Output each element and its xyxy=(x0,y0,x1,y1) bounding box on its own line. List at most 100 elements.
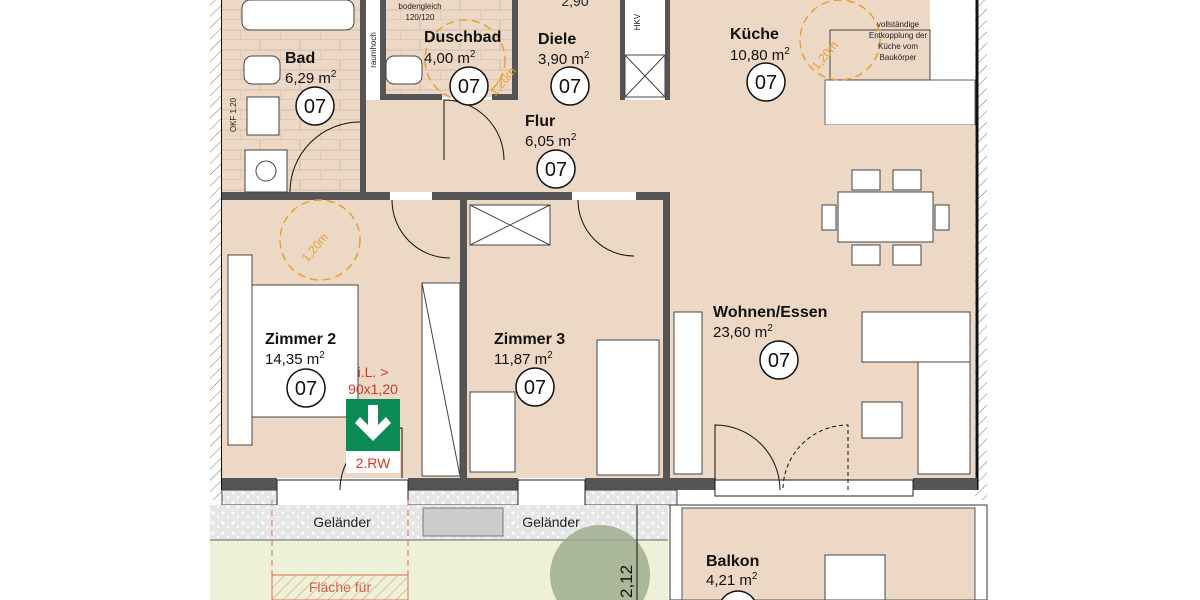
escape-note-1: i.L. > xyxy=(358,364,389,380)
room-area: 10,80 m2 xyxy=(730,46,790,64)
light-well-grate xyxy=(422,507,504,537)
room-code-circle xyxy=(759,340,799,380)
room-name: Wohnen/Essen xyxy=(713,304,827,321)
kitchen-note-line: Entkopplung der xyxy=(869,31,928,40)
room-code-circle xyxy=(515,367,555,407)
toilet-duschbad xyxy=(385,55,423,85)
room-name: Duschbad xyxy=(424,29,501,46)
room-code: 07 xyxy=(559,76,581,98)
room-code-circle xyxy=(746,62,786,102)
escape-sign-label-box xyxy=(346,451,400,473)
room-label-zimmer2: Zimmer 2 14,35 m2 07 xyxy=(265,331,336,408)
door-bad xyxy=(289,121,361,193)
room-area: 3,90 m2 xyxy=(538,50,590,68)
room-label-duschbad: Duschbad 4,00 m2 07 xyxy=(424,29,501,106)
arrow-down-icon xyxy=(355,405,391,441)
sofa-chaise xyxy=(917,361,971,475)
room-code-circle xyxy=(536,149,576,189)
turning-circle-duschbad xyxy=(424,19,506,101)
room-label-diele: Diele 3,90 m2 07 xyxy=(538,31,590,106)
room-code: 07 xyxy=(768,350,790,372)
exterior-wall-left xyxy=(210,0,222,500)
reserved-area xyxy=(271,574,409,600)
hkv-label: HKV xyxy=(633,13,642,30)
room-label-flur: Flur 6,05 m2 07 xyxy=(525,113,577,189)
sofa xyxy=(861,311,971,363)
shower-label-2: 120/120 xyxy=(406,13,435,22)
room-code-circle xyxy=(720,590,756,600)
washbasin xyxy=(246,96,280,136)
room-name: Diele xyxy=(538,31,576,48)
kitchen-note-line: Baukörper xyxy=(880,53,917,62)
room-label-bad: Bad 6,29 m2 07 xyxy=(285,50,337,126)
balcony-table xyxy=(824,554,886,600)
room-area: 6,05 m2 xyxy=(525,132,577,150)
kitchen-note-line: Küche vom xyxy=(878,42,918,51)
dining-chair xyxy=(821,204,837,231)
dining-chair xyxy=(851,244,881,266)
desk xyxy=(469,391,516,473)
room-area: 6,29 m2 xyxy=(285,69,337,87)
room-flur-floor xyxy=(365,100,668,192)
partial-top-number: 2,90 xyxy=(561,0,588,9)
room-name: Zimmer 2 xyxy=(265,331,336,348)
door-zimmer2 xyxy=(391,199,451,259)
raumhoch-label: raumhoch xyxy=(369,32,378,68)
windows xyxy=(276,479,914,511)
room-code: 07 xyxy=(545,159,567,181)
washing-machine-drum xyxy=(255,160,277,182)
room-code: 07 xyxy=(295,378,317,400)
area-label: Fläche für xyxy=(309,579,372,595)
room-area: 4,00 m2 xyxy=(424,49,476,67)
room-kueche-floor xyxy=(668,0,930,80)
okf-label: OKF 1.20 xyxy=(229,97,238,132)
room-area: 23,60 m2 xyxy=(713,323,773,341)
kitchen-note-area xyxy=(829,29,931,81)
room-name: Bad xyxy=(285,50,315,67)
turning-circles xyxy=(279,0,881,281)
dining-chair xyxy=(892,169,922,191)
toilet-bad xyxy=(243,55,281,85)
railing-label-1: Geländer xyxy=(313,514,371,530)
bed-headboard xyxy=(227,254,253,446)
dining-chair xyxy=(934,204,950,231)
balcony-door-left xyxy=(714,424,781,491)
room-label-balkon: Balkon 4,21 m2 xyxy=(706,553,759,600)
turning-circle-zimmer2 xyxy=(279,199,361,281)
room-label-kueche: Küche 10,80 m2 07 xyxy=(730,26,790,102)
sideboard xyxy=(673,311,703,475)
room-kueche-floor-lower xyxy=(668,80,825,125)
room-name: Zimmer 3 xyxy=(494,331,565,348)
bathtub xyxy=(241,0,355,31)
turning-circle-kueche xyxy=(799,0,881,81)
interior-walls xyxy=(222,0,977,490)
room-code: 07 xyxy=(304,96,326,118)
escape-sign-label: 2.RW xyxy=(356,455,392,471)
fixtures xyxy=(227,0,971,600)
room-label-wohnen-essen: Wohnen/Essen 23,60 m2 07 xyxy=(713,304,827,380)
door-zimmer3 xyxy=(577,199,635,257)
balcony-door-right xyxy=(782,424,849,491)
dining-table xyxy=(837,191,934,243)
room-name: Küche xyxy=(730,26,779,43)
fixture-cross-lines xyxy=(421,54,666,477)
shower-label-1: bodengleich xyxy=(398,2,441,11)
room-name: Balkon xyxy=(706,553,759,570)
tree xyxy=(550,525,650,600)
dimension-label: 2,12 xyxy=(617,565,636,598)
room-area: 4,21 m2 xyxy=(706,571,758,589)
door-duschbad xyxy=(443,99,505,161)
railing-label-2: Geländer xyxy=(522,514,580,530)
escape-note-2: 90x1,20 xyxy=(348,381,398,397)
room-code-circle xyxy=(286,368,326,408)
escape-sign: 2.RW xyxy=(346,399,400,473)
side-table xyxy=(861,401,903,439)
kitchen-note-line: vollständige xyxy=(877,20,920,29)
kitchen-note: vollständige Entkopplung der Küche vom B… xyxy=(869,20,928,62)
room-code: 07 xyxy=(755,72,777,94)
room-area: 14,35 m2 xyxy=(265,350,325,368)
dining-chair xyxy=(892,244,922,266)
room-name: Flur xyxy=(525,113,555,130)
single-bed xyxy=(596,339,660,476)
